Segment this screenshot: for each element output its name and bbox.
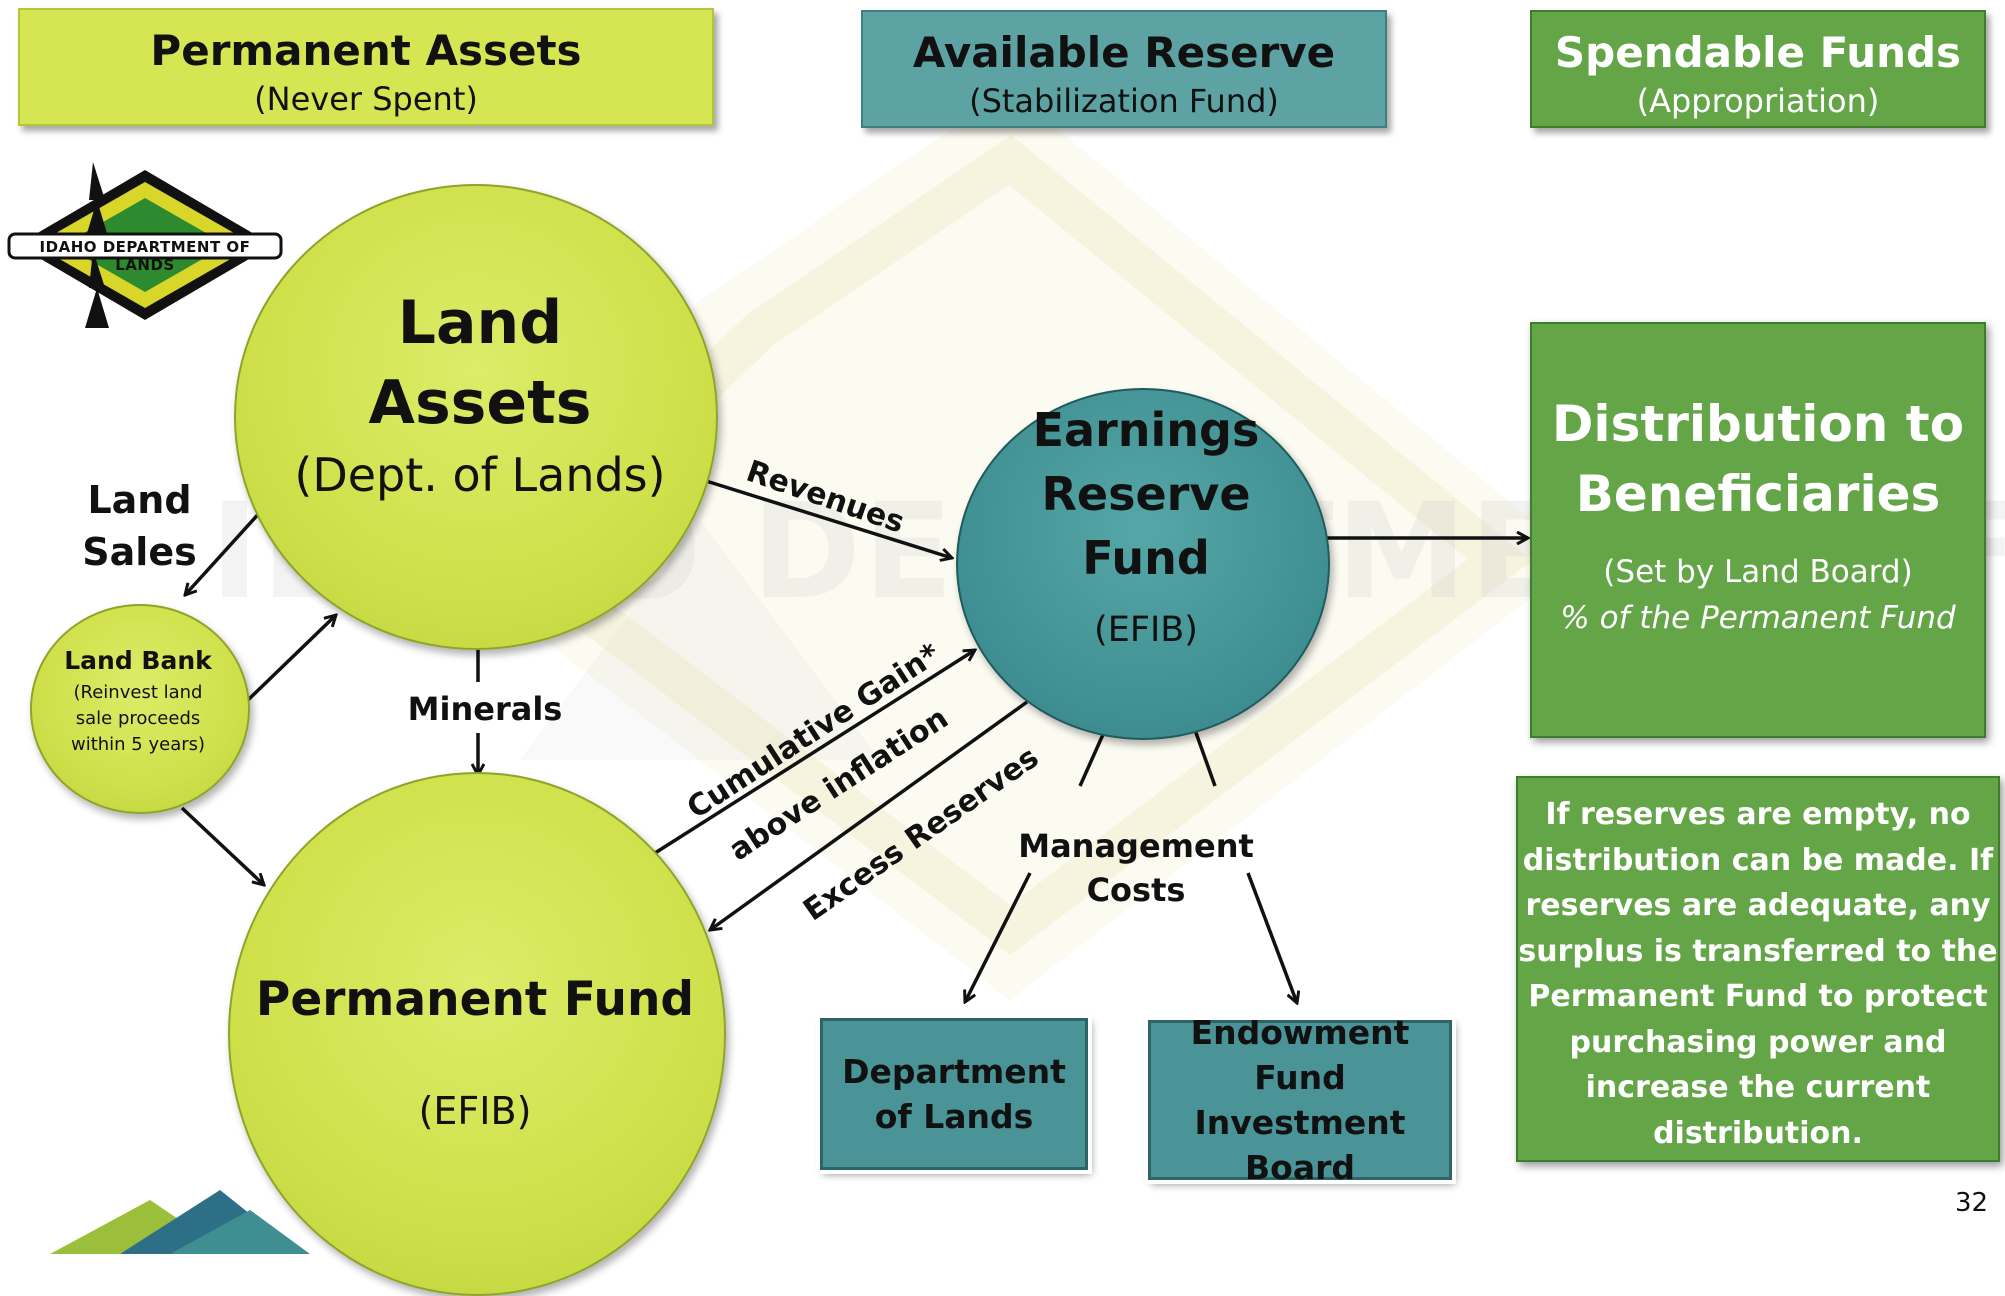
arrow-revenues [702, 478, 952, 558]
header-spendable-subtitle: (Appropriation) [1636, 82, 1880, 120]
header-available-subtitle: (Stabilization Fund) [969, 82, 1279, 120]
flow-arrows [180, 478, 2005, 1254]
arrow-mgmt-efib [1246, 872, 1297, 1003]
note-line-8: distribution. [1653, 1115, 1863, 1151]
mgmt-line-right-top [1193, 729, 1217, 787]
header-available-title: Available Reserve [912, 28, 1336, 77]
idl-logo: IDAHO DEPARTMENT OF LANDS [5, 160, 285, 330]
land-assets-line3: (Dept. of Lands) [294, 448, 666, 502]
earnings-reserve-circle [956, 388, 1330, 740]
distribution-italic: % of the Permanent Fund [1560, 600, 1956, 636]
land-bank-title: Land Bank [64, 646, 212, 675]
idl-logo-text: IDAHO DEPARTMENT OF LANDS [39, 238, 251, 274]
land-sales-line1: Land [87, 478, 192, 522]
arrow-cumulative-gain [654, 650, 975, 855]
distribution-box: Distribution to Beneficiaries (Set by La… [1530, 322, 1986, 738]
minerals-label: Minerals [407, 690, 563, 728]
efib-line2: Fund Investment [1194, 1058, 1406, 1142]
note-line-4: surplus is transferred to the [1518, 933, 1998, 969]
header-permanent-assets: Permanent Assets (Never Spent) [18, 8, 714, 126]
arrow-excess-reserves [710, 700, 1029, 930]
land-assets-circle [234, 184, 718, 650]
mgmt-line-left-top [1078, 729, 1107, 787]
distribution-sub: (Set by Land Board) [1603, 554, 1913, 590]
header-spendable-title: Spendable Funds [1554, 28, 1962, 77]
land-bank-circle [30, 604, 250, 814]
arrow-landbank-to-permanent [180, 806, 264, 885]
efib-board-box: Endowment Fund Investment Board [1144, 1013, 1456, 1187]
header-available-reserve: Available Reserve (Stabilization Fund) [861, 10, 1387, 128]
dept-lands-line1: Department [842, 1052, 1066, 1091]
department-of-lands-box: Department of Lands [816, 1014, 1092, 1174]
permanent-fund-title: Permanent Fund [255, 972, 695, 1027]
note-line-1: If reserves are empty, no [1545, 797, 1971, 832]
header-permanent-title: Permanent Assets [150, 26, 582, 75]
land-sales-line2: Sales [82, 530, 197, 574]
arrow-land-sales [185, 508, 264, 595]
earnings-line2: Reserve [1041, 467, 1251, 521]
dept-lands-line2: of Lands [874, 1097, 1034, 1136]
page-number: 32 [1955, 1188, 1989, 1218]
permanent-fund-sub: (EFIB) [418, 1089, 532, 1133]
management-costs-label: Management Costs [1018, 827, 1254, 909]
note-line-5: Permanent Fund to protect [1528, 979, 1988, 1014]
header-spendable-funds: Spendable Funds (Appropriation) [1530, 10, 1986, 128]
distribution-line1: Distribution to [1551, 395, 1965, 453]
land-bank-line2: sale proceeds [75, 708, 201, 729]
note-line-2: distribution can be made. If [1522, 842, 1994, 878]
note-line-6: purchasing power and [1569, 1024, 1947, 1060]
note-line-7: increase the current [1585, 1070, 1931, 1105]
land-bank-line1: (Reinvest land [73, 682, 203, 703]
arrow-landbank-to-assets [246, 615, 336, 702]
idl-logo-graphic [7, 162, 283, 328]
land-assets-line1: Land [397, 288, 563, 358]
earnings-sub: (EFIB) [1094, 610, 1198, 650]
note-line-3: reserves are adequate, any [1525, 888, 1991, 923]
header-permanent-subtitle: (Never Spent) [254, 80, 478, 118]
reserves-note-box: If reserves are empty, no distribution c… [1516, 776, 2000, 1162]
land-bank-line3: within 5 years) [70, 734, 206, 755]
earnings-line1: Earnings [1032, 403, 1260, 457]
decorative-mountains [50, 1190, 310, 1254]
arrow-mgmt-dept [965, 872, 1032, 1002]
distribution-line2: Beneficiaries [1575, 465, 1941, 523]
land-assets-line2: Assets [368, 368, 592, 438]
earnings-line3: Fund [1082, 531, 1210, 585]
efib-line1: Endowment [1190, 1013, 1410, 1052]
efib-line3: Board [1245, 1148, 1355, 1187]
